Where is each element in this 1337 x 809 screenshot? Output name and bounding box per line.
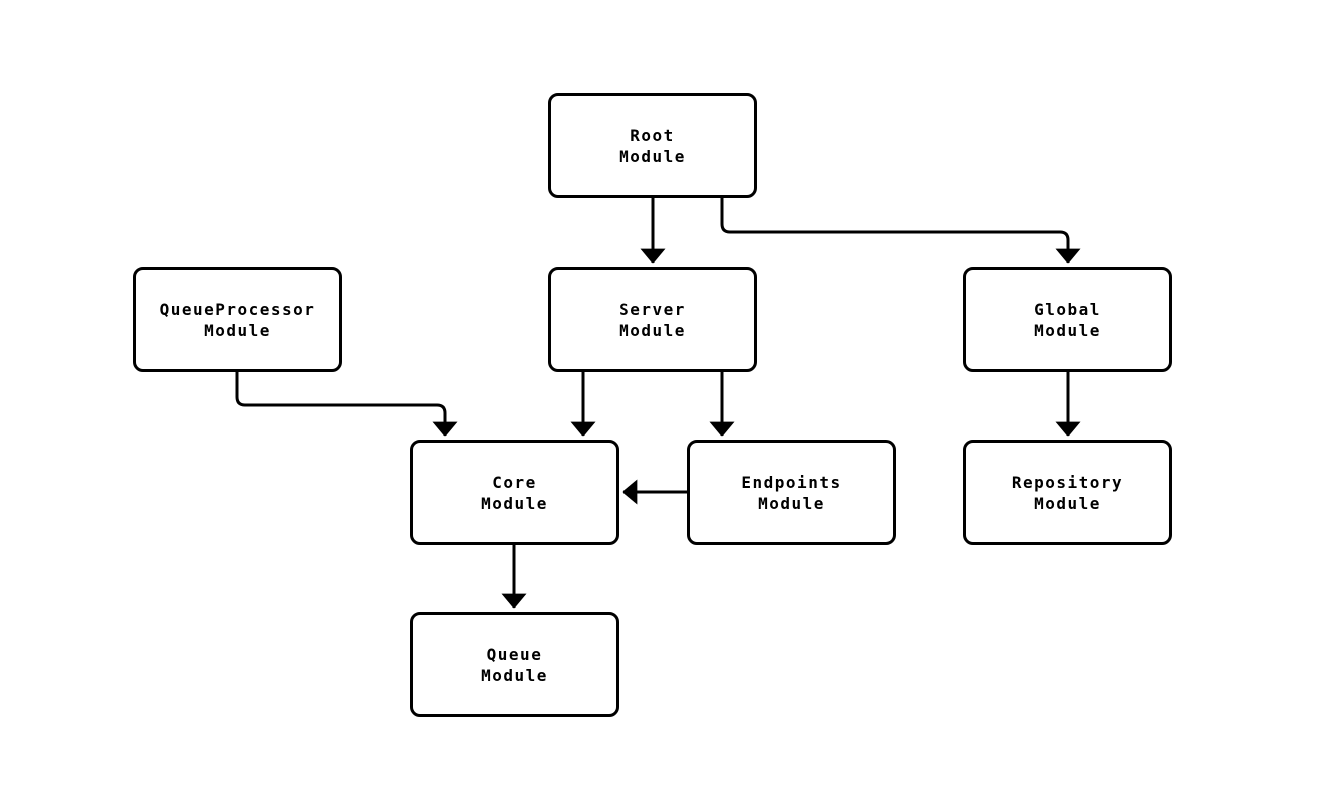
node-server-module: Server Module [548,267,757,372]
node-server-module-label: Server Module [619,299,686,340]
edge-root-module-to-global-module [720,197,1081,264]
node-repository-module-label: Repository Module [1011,472,1124,513]
node-core-module: Core Module [410,440,619,545]
node-root-module: Root Module [548,93,757,198]
node-core-module-label: Core Module [481,472,548,513]
node-queueprocessor-module: QueueProcessor Module [133,267,342,372]
node-queue-module: Queue Module [410,612,619,717]
node-repository-module: Repository Module [963,440,1172,545]
node-global-module: Global Module [963,267,1172,372]
node-queue-module-label: Queue Module [481,644,548,685]
node-global-module-label: Global Module [1034,299,1101,340]
node-queueprocessor-module-label: QueueProcessor Module [159,299,316,340]
node-endpoints-module: Endpoints Module [687,440,896,545]
edge-queueprocessor-module-to-core-module [235,371,458,437]
node-root-module-label: Root Module [619,125,686,166]
node-endpoints-module-label: Endpoints Module [741,472,842,513]
